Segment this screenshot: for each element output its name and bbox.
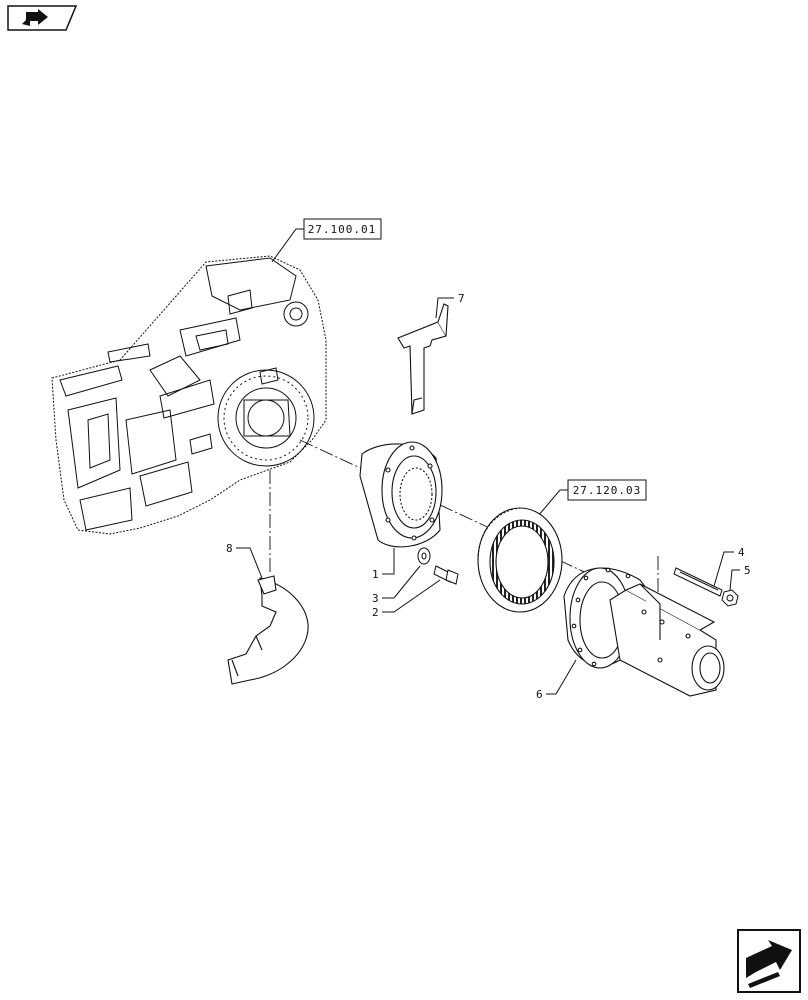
- callout-5: 5: [744, 564, 751, 577]
- callout-6: 6: [536, 688, 543, 701]
- next-page-arrow-icon: [746, 940, 792, 988]
- part-8-cover: [227, 575, 309, 685]
- next-page-button[interactable]: [737, 929, 801, 993]
- transmission-housing: [51, 255, 327, 535]
- part-7-bracket: [397, 303, 449, 415]
- callout-2: 2: [372, 606, 379, 619]
- callout-3: 3: [372, 592, 379, 605]
- callout-1: 1: [372, 568, 379, 581]
- part-6-final-drive-housing: [563, 567, 725, 697]
- part-3-washer: [417, 547, 431, 565]
- callout-labels: 7 1 3 2 4 5 6 8: [226, 292, 751, 701]
- reference-label-b: 27.120.03: [573, 484, 642, 497]
- reference-box-27-120-03[interactable]: 27.120.03: [567, 479, 647, 501]
- part-1-hub: [359, 441, 443, 548]
- part-5-nut: [721, 589, 739, 607]
- part-2-bolt: [433, 565, 459, 585]
- reference-box-27-100-01[interactable]: 27.100.01: [303, 218, 382, 240]
- reference-leader-a: [271, 228, 304, 263]
- ring-gear: [477, 507, 563, 613]
- back-arrow-icon: [22, 9, 48, 26]
- part-4-stud: [673, 567, 723, 597]
- callout-7: 7: [458, 292, 465, 305]
- callout-4: 4: [738, 546, 745, 559]
- reference-label-a: 27.100.01: [308, 223, 377, 236]
- callout-leaders: [236, 297, 740, 695]
- reference-leader-b: [537, 489, 568, 517]
- callout-8: 8: [226, 542, 233, 555]
- back-arrow-button[interactable]: [7, 5, 78, 31]
